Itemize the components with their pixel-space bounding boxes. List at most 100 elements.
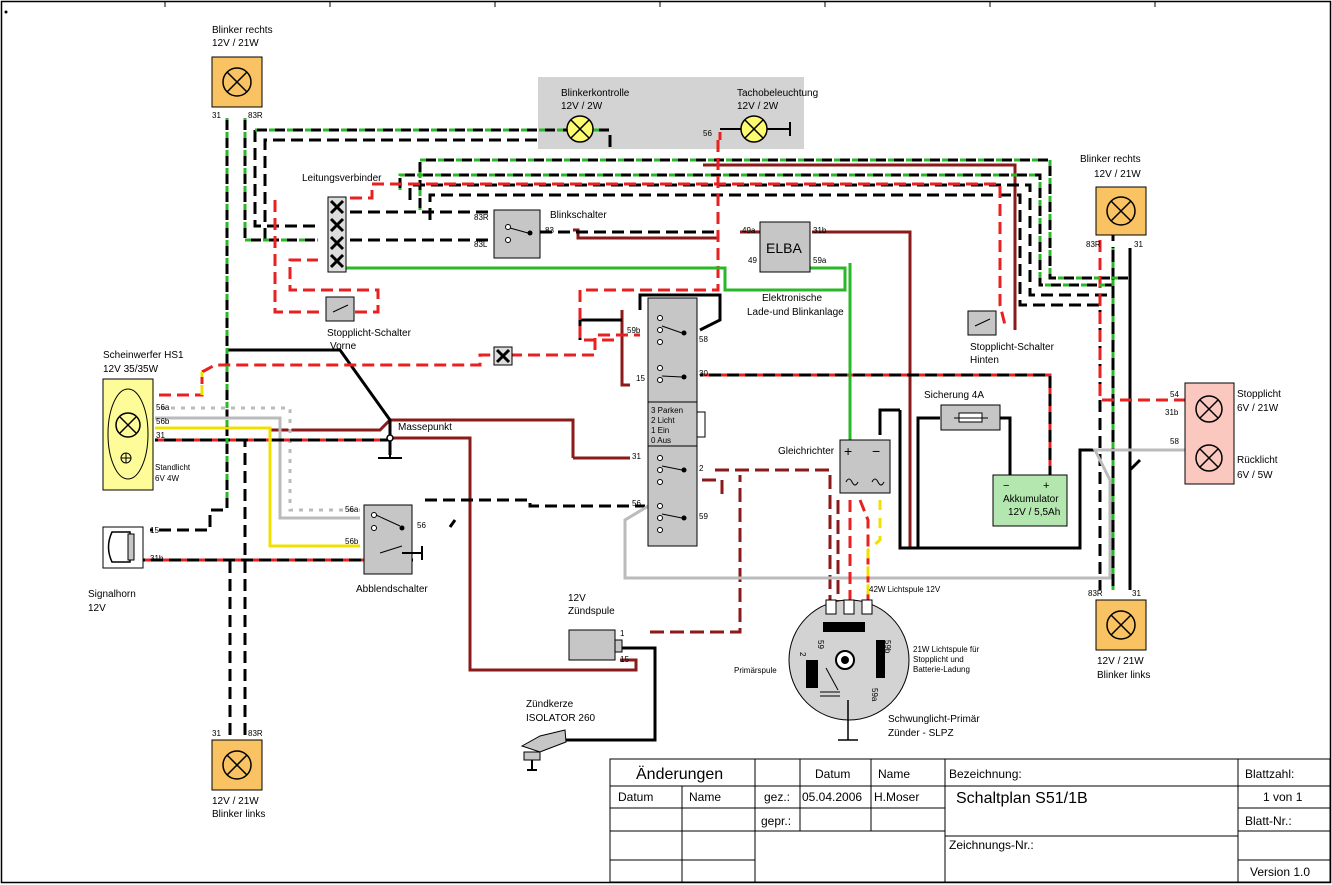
svg-text:58: 58 — [699, 335, 708, 344]
scheinwerfer: Scheinwerfer HS1 12V 35/35W 56a 56b 31 S… — [102, 350, 191, 491]
svg-text:Bezeichnung:: Bezeichnung: — [949, 767, 1022, 781]
stopplicht-schalter-vorne: Stopplicht-Schalter Vorne — [325, 296, 412, 352]
svg-text:Hinten: Hinten — [970, 355, 999, 366]
svg-text:15: 15 — [150, 526, 159, 535]
svg-text:Sicherung 4A: Sicherung 4A — [924, 390, 984, 401]
svg-text:12V / 21W: 12V / 21W — [1097, 656, 1144, 667]
svg-text:Name: Name — [878, 767, 910, 781]
tachobeleuchtung: Tachobeleuchtung 12V / 2W 56 — [703, 88, 818, 143]
svg-text:Schaltplan S51/1B: Schaltplan S51/1B — [956, 790, 1088, 807]
abblendschalter: 56a 56b 56 Abblendschalter — [345, 504, 428, 595]
blinker-rechts-vorne: Blinker rechts 12V / 21W 31 83R — [211, 25, 273, 120]
svg-text:54: 54 — [1170, 390, 1179, 399]
svg-text:Signalhorn: Signalhorn — [88, 589, 136, 600]
svg-text:Scheinwerfer HS1: Scheinwerfer HS1 — [103, 350, 184, 361]
lamp-icon — [115, 412, 141, 438]
sicherung: Sicherung 4A — [924, 390, 1001, 431]
svg-text:12V: 12V — [568, 593, 586, 604]
svg-text:59b: 59b — [627, 326, 641, 335]
svg-text:42W Lichtspule 12V: 42W Lichtspule 12V — [869, 585, 941, 594]
svg-text:Standlicht: Standlicht — [155, 463, 191, 472]
svg-text:12V 35/35W: 12V 35/35W — [103, 364, 159, 375]
svg-text:Abblendschalter: Abblendschalter — [356, 584, 428, 595]
svg-text:58: 58 — [1170, 437, 1179, 446]
svg-text:15: 15 — [620, 655, 629, 664]
svg-text:+: + — [1043, 480, 1049, 492]
svg-text:Massepunkt: Massepunkt — [398, 422, 452, 433]
svg-text:31b: 31b — [150, 554, 164, 563]
svg-text:1: 1 — [620, 629, 625, 638]
svg-text:Stopplicht-Schalter: Stopplicht-Schalter — [970, 342, 1055, 353]
connector-small — [493, 346, 513, 366]
svg-text:gepr.:: gepr.: — [761, 814, 791, 828]
zuendkerze: Zündkerze ISOLATOR 260 — [520, 699, 596, 771]
lamp-icon — [1106, 196, 1136, 226]
frame-ticks — [164, 1, 1156, 7]
lamp-icon — [222, 750, 252, 780]
svg-text:31b: 31b — [813, 226, 827, 235]
leitungsverbinder: Leitungsverbinder — [302, 173, 382, 273]
svg-text:2: 2 — [798, 652, 807, 657]
svg-text:Vorne: Vorne — [330, 341, 357, 352]
svg-text:Primärspule: Primärspule — [734, 666, 777, 675]
svg-text:1 von 1: 1 von 1 — [1263, 790, 1303, 804]
svg-text:−: − — [872, 443, 880, 459]
svg-text:83R: 83R — [474, 213, 489, 222]
svg-text:Datum: Datum — [618, 790, 653, 804]
wiring — [142, 118, 1185, 742]
blinkerkontrolle: Blinkerkontrolle 12V / 2W — [561, 88, 630, 143]
svg-text:83L: 83L — [474, 240, 488, 249]
svg-text:Blinker rechts: Blinker rechts — [212, 25, 273, 36]
zuendspule: 12V Zündspule 1 15 — [568, 593, 629, 664]
svg-text:83R: 83R — [248, 729, 263, 738]
svg-text:Blinkerkontrolle: Blinkerkontrolle — [561, 88, 630, 99]
svg-text:59: 59 — [816, 640, 825, 649]
svg-text:1 Ein: 1 Ein — [651, 426, 669, 435]
svg-text:12V / 21W: 12V / 21W — [1094, 169, 1141, 180]
svg-text:59a: 59a — [870, 688, 879, 702]
svg-text:30: 30 — [699, 369, 708, 378]
svg-text:Blinkschalter: Blinkschalter — [550, 210, 607, 221]
svg-text:12V / 2W: 12V / 2W — [737, 101, 779, 112]
svg-text:31: 31 — [632, 452, 641, 461]
svg-text:6V / 21W: 6V / 21W — [1237, 403, 1279, 414]
svg-text:Zünder - SLPZ: Zünder - SLPZ — [888, 728, 954, 739]
svg-text:2 Licht: 2 Licht — [651, 416, 675, 425]
svg-text:Änderungen: Änderungen — [636, 765, 723, 783]
svg-text:31: 31 — [1132, 589, 1141, 598]
svg-text:31: 31 — [212, 111, 221, 120]
svg-text:ELBA: ELBA — [766, 240, 802, 256]
svg-text:56: 56 — [417, 521, 426, 530]
svg-text:gez.:: gez.: — [764, 790, 790, 804]
svg-text:59b: 59b — [883, 640, 892, 654]
svg-text:56b: 56b — [156, 417, 170, 426]
svg-text:+: + — [844, 443, 852, 459]
svg-text:3 Parken: 3 Parken — [651, 406, 683, 415]
blinker-rechts-hinten: Blinker rechts 12V / 21W 83R 31 — [1080, 154, 1147, 249]
blinker-links-hinten: 83R 31 12V / 21W Blinker links — [1088, 589, 1150, 681]
svg-text:ISOLATOR 260: ISOLATOR 260 — [526, 713, 596, 724]
svg-text:12V / 2W: 12V / 2W — [561, 101, 603, 112]
svg-text:49a: 49a — [742, 226, 756, 235]
svg-text:83R: 83R — [248, 111, 263, 120]
svg-text:Stopplicht: Stopplicht — [1237, 389, 1281, 400]
gleichrichter: Gleichrichter + − — [778, 439, 891, 494]
corner-dot — [4, 10, 8, 14]
svg-text:12V / 21W: 12V / 21W — [212, 796, 259, 807]
svg-text:83R: 83R — [1088, 589, 1103, 598]
massepunkt: Massepunkt — [378, 422, 452, 459]
svg-text:Name: Name — [689, 790, 721, 804]
svg-text:Blinker links: Blinker links — [212, 809, 265, 820]
rueckleuchte: 54 Stopplicht 6V / 21W 31b 58 Rücklicht … — [1165, 382, 1281, 485]
slpz: 42W Lichtspule 12V 21W Lichtspule für St… — [734, 585, 980, 741]
svg-text:Rücklicht: Rücklicht — [1237, 455, 1278, 466]
stopplicht-schalter-hinten: Stopplicht-Schalter Hinten — [967, 310, 1055, 366]
svg-text:Datum: Datum — [815, 767, 850, 781]
svg-text:6V 4W: 6V 4W — [155, 474, 179, 483]
lamp-icon — [222, 67, 252, 97]
svg-text:59a: 59a — [813, 256, 827, 265]
blinker-links-vorne: 31 83R 12V / 21W Blinker links — [211, 729, 265, 820]
svg-text:21W Lichtspule für: 21W Lichtspule für — [913, 645, 980, 654]
svg-text:H.Moser: H.Moser — [874, 790, 919, 804]
svg-text:Blatt-Nr.:: Blatt-Nr.: — [1245, 814, 1292, 828]
